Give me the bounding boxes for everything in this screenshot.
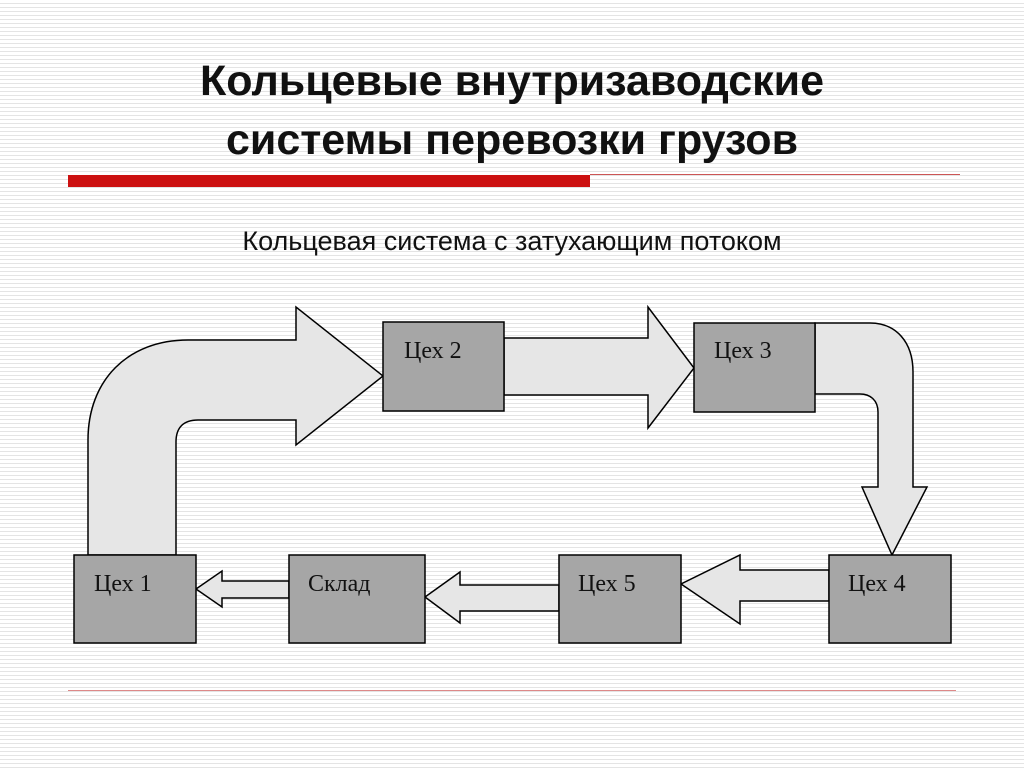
node-shop3-label: Цех 3 <box>714 338 772 364</box>
arrow-shop3-to-shop4 <box>814 322 929 557</box>
title-underline-thin <box>590 174 960 175</box>
node-shop2-label: Цех 2 <box>404 338 462 364</box>
arrow-shop2-to-shop3 <box>503 304 695 431</box>
node-shop5: Цех 5 <box>558 554 682 644</box>
diagram-subtitle: Кольцевая система с затухающим потоком <box>242 226 782 256</box>
node-shop3: Цех 3 <box>693 322 816 413</box>
node-warehouse: Склад <box>288 554 426 644</box>
node-shop2: Цех 2 <box>382 321 505 412</box>
node-shop1-label: Цех 1 <box>94 571 152 597</box>
node-shop4: Цех 4 <box>828 554 952 644</box>
arrow-warehouse-to-shop1 <box>194 569 290 609</box>
footer-divider <box>68 690 956 691</box>
title-line-2: системы перевозки грузов <box>225 116 799 164</box>
node-shop5-label: Цех 5 <box>578 571 636 597</box>
arrow-shop4-to-shop5 <box>679 553 830 626</box>
title-underline-accent <box>68 175 590 187</box>
node-shop1: Цех 1 <box>73 554 197 644</box>
arrow-shop1-to-shop2 <box>87 305 385 556</box>
slide-title: Кольцевые внутризаводские системы перево… <box>0 52 1024 170</box>
node-warehouse-label: Склад <box>308 571 371 597</box>
arrow-shop5-to-warehouse <box>423 570 560 625</box>
title-line-1: Кольцевые внутризаводские <box>200 57 824 105</box>
node-shop4-label: Цех 4 <box>848 571 906 597</box>
